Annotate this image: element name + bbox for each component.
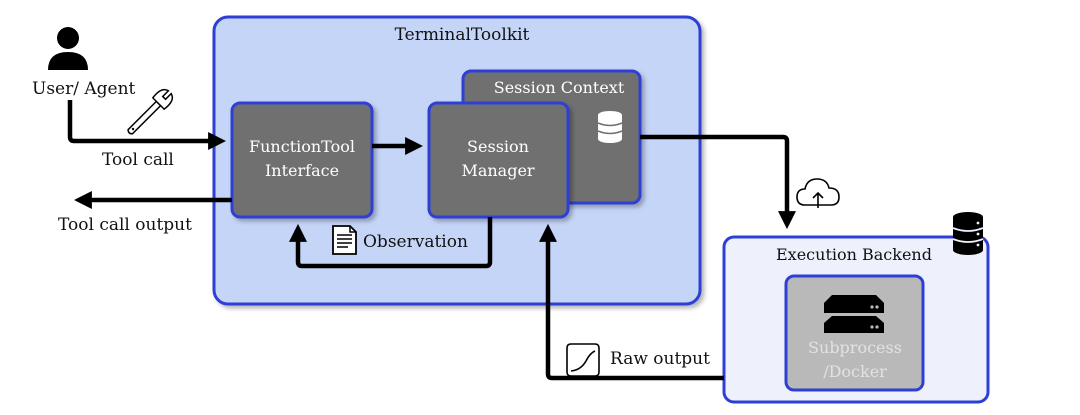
tool-call-label: Tool call	[102, 150, 174, 170]
cloud-upload-icon	[796, 178, 840, 208]
session-manager-line1: Session	[467, 137, 529, 156]
database-icon	[597, 111, 623, 143]
user-agent-icon	[48, 27, 88, 70]
raw-output-label: Raw output	[610, 349, 710, 369]
subprocess-line1: Subprocess	[808, 338, 902, 357]
session-manager-box: Session Manager	[427, 101, 570, 219]
observation-arrow	[289, 217, 493, 269]
function-tool-line2: Interface	[265, 161, 339, 180]
user-agent-label: User/ Agent	[32, 79, 136, 99]
tool-call-arrow	[67, 100, 227, 150]
chart-icon	[566, 343, 600, 377]
session-context-title: Session Context	[494, 78, 625, 97]
backend-database-icon	[952, 212, 984, 255]
execution-backend-title: Execution Backend	[776, 245, 932, 264]
terminal-toolkit-title: TerminalToolkit	[395, 25, 530, 45]
session-to-backend-arrow	[640, 134, 796, 230]
observation-label: Observation	[363, 232, 468, 252]
server-icon	[824, 295, 884, 333]
subprocess-line2: /Docker	[823, 362, 887, 381]
raw-output-arrow	[539, 223, 724, 381]
function-tool-interface-box: FunctionTool Interface	[230, 101, 374, 219]
tool-call-output-label: Tool call output	[58, 215, 192, 235]
function-tool-line1: FunctionTool	[249, 137, 355, 156]
document-icon	[332, 225, 357, 255]
session-manager-line2: Manager	[461, 161, 534, 180]
wrench-icon	[127, 88, 174, 135]
